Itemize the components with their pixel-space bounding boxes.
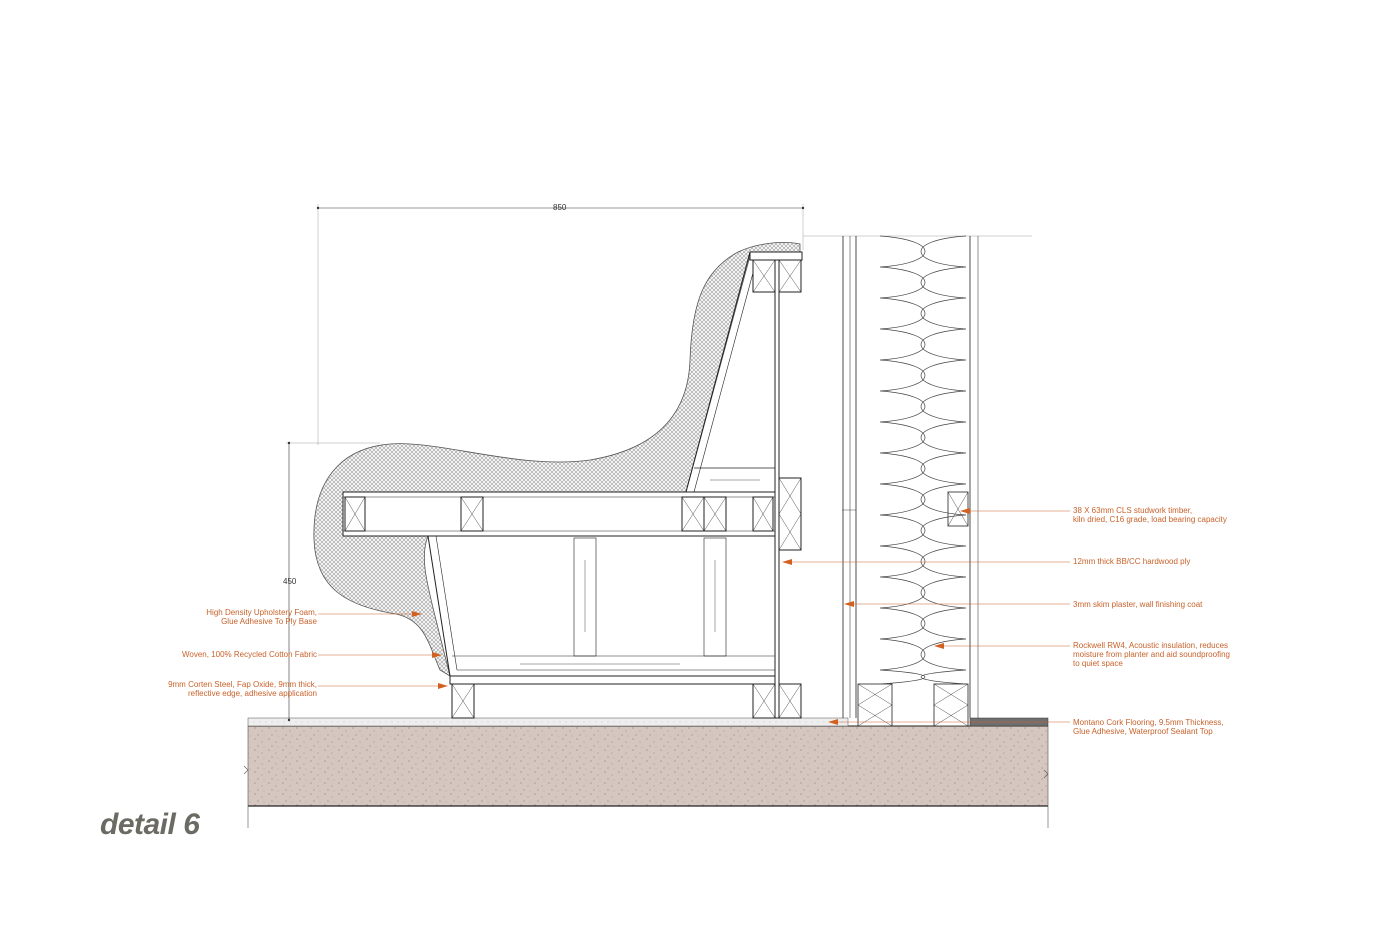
leader-arrows xyxy=(412,508,970,725)
annotation-stud: 38 X 63mm CLS studwork timber, kiln drie… xyxy=(1073,506,1227,524)
annotation-cork: Montano Cork Flooring, 9.5mm Thickness, … xyxy=(1073,718,1224,736)
annotation-steel: 9mm Corten Steel, Fap Oxide, 9mm thick, … xyxy=(168,680,317,698)
dimension-height-label: 450 xyxy=(283,577,297,586)
insulation-loops-right xyxy=(920,235,967,685)
wall-assembly xyxy=(803,235,1032,727)
dimension-width-label: 850 xyxy=(553,203,567,212)
leader-lines xyxy=(318,510,1070,723)
seat-frame xyxy=(342,251,803,719)
dimension-850 xyxy=(316,204,805,445)
annotation-plaster: 3mm skim plaster, wall finishing coat xyxy=(1073,600,1203,609)
insulation-batt xyxy=(879,235,967,685)
annotation-fabric: Woven, 100% Recycled Cotton Fabric xyxy=(181,650,317,659)
concrete-slab xyxy=(243,725,1049,828)
annotation-insulation: Rockwell RW4, Acoustic insulation, reduc… xyxy=(1073,641,1230,668)
dimension-450 xyxy=(286,441,380,722)
detail-title: detail 6 xyxy=(100,808,200,841)
annotation-ply: 12mm thick BB/CC hardwood ply xyxy=(1073,557,1191,566)
upholstery-foam xyxy=(313,242,801,677)
annotation-foam: High Density Upholstery Foam, Glue Adhes… xyxy=(206,608,317,626)
insulation-loops-left xyxy=(879,235,926,685)
